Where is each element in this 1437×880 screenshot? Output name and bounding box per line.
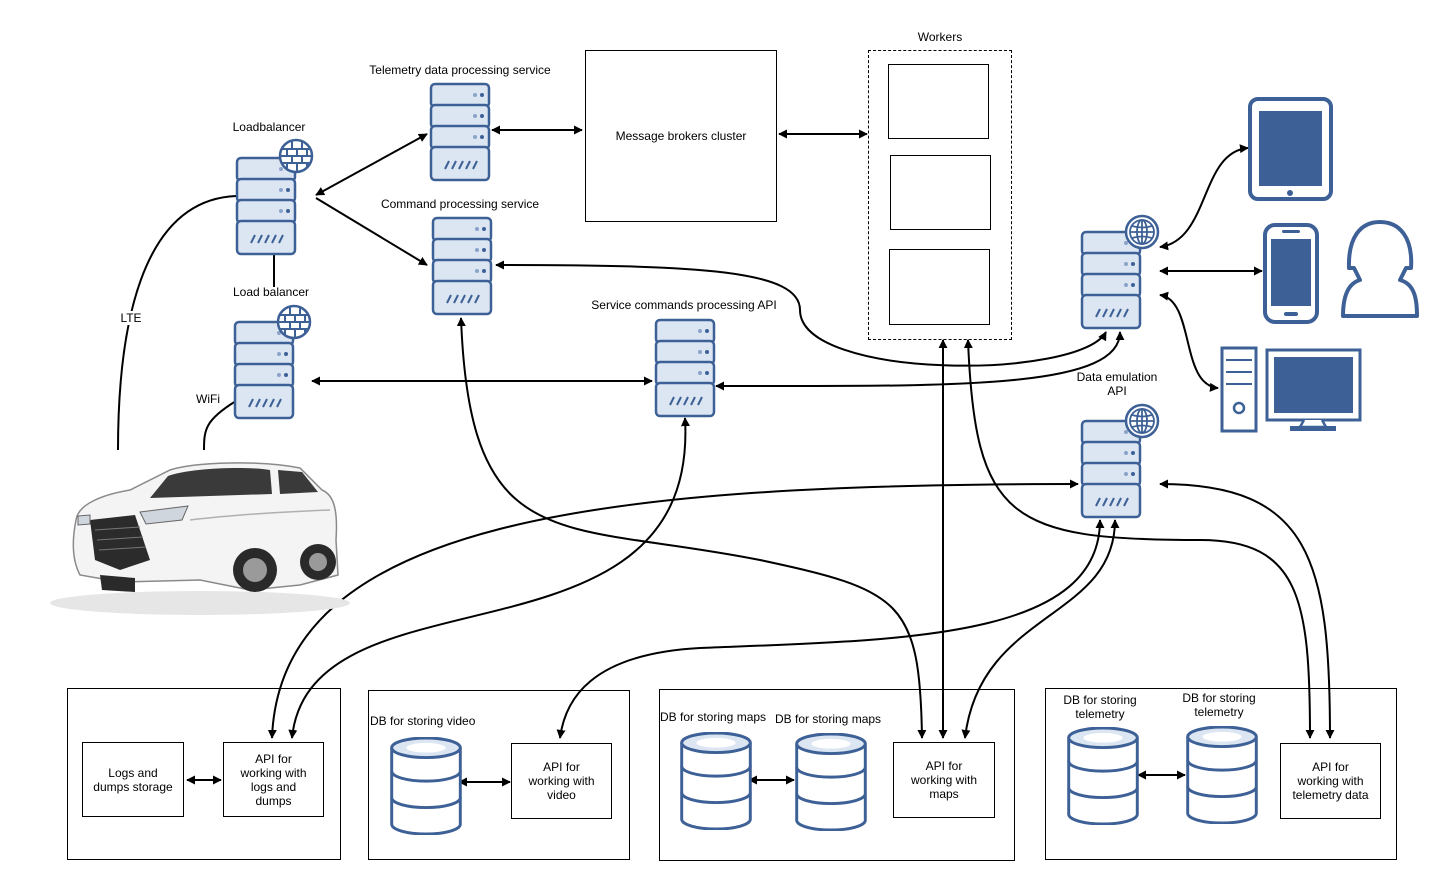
loadbalancer-lte-server-icon	[235, 140, 312, 256]
lb-telemetry-link	[315, 133, 428, 196]
emulation-telemetry-link	[1159, 479, 1335, 739]
command-service-label: Command processing service	[380, 197, 540, 211]
servicecmd-client-link	[715, 331, 1125, 391]
data-emulation-server-icon	[1080, 403, 1160, 519]
maps-api-box[interactable]: API for working with maps	[893, 742, 995, 818]
desktop-icon	[1220, 346, 1362, 433]
workers-label: Workers	[917, 30, 963, 44]
command-service-server-icon	[431, 216, 493, 316]
lte-label: LTE	[118, 311, 144, 325]
logs-api-label: API for working with logs and dumps	[240, 751, 307, 808]
lb-command-link	[315, 197, 428, 266]
logs-group	[67, 688, 341, 860]
maps-api-label: API for working with maps	[910, 759, 978, 801]
video-api-label: API for working with video	[528, 760, 595, 802]
logs-storage-label: Logs and dumps storage	[93, 765, 173, 794]
car-icon	[50, 462, 350, 615]
loadbalancer-lte-label: Loadbalancer	[232, 120, 306, 134]
user-icon	[1341, 220, 1419, 318]
video-db-database-icon	[390, 737, 462, 835]
loadbalancer-wifi-server-icon	[233, 306, 310, 420]
wifi-label: WiFi	[194, 392, 222, 406]
tablet-icon	[1248, 97, 1333, 201]
worker-slot	[890, 155, 991, 230]
video-group	[368, 690, 630, 860]
telemetry-db1-database-icon	[1067, 727, 1139, 825]
workers-container[interactable]	[868, 50, 1012, 340]
worker-slot	[889, 249, 990, 325]
telemetry-service-server-icon	[429, 82, 491, 182]
telemetry-group	[1045, 688, 1397, 860]
telemetry-api-box[interactable]: API for working with telemetry data	[1280, 743, 1381, 819]
workers-telemetry-link	[963, 339, 1315, 739]
maps-db2-label: DB for storing maps	[775, 712, 882, 726]
maps-db1-label: DB for storing maps	[660, 710, 767, 724]
message-brokers-label: Message brokers cluster	[615, 129, 747, 143]
client-server-icon	[1080, 214, 1160, 330]
phone-icon	[1263, 223, 1319, 324]
emulation-maps-link	[961, 519, 1120, 739]
service-commands-api-label: Service commands processing API	[591, 298, 777, 312]
telemetry-service-label: Telemetry data processing service	[369, 63, 551, 77]
service-commands-api-server-icon	[654, 318, 716, 418]
client-tablet-link	[1159, 144, 1249, 251]
wifi-link	[203, 400, 237, 451]
maps-db1-database-icon	[680, 732, 752, 830]
servicecmd-logs-link	[288, 417, 690, 739]
lte-link	[117, 195, 237, 451]
video-db-label: DB for storing video	[370, 714, 476, 728]
message-brokers-box[interactable]: Message brokers cluster	[585, 50, 777, 222]
video-api-box[interactable]: API for working with video	[511, 743, 612, 819]
logs-storage-box[interactable]: Logs and dumps storage	[82, 742, 184, 817]
maps-db2-database-icon	[795, 733, 867, 831]
telemetry-db2-database-icon	[1186, 726, 1258, 824]
logs-api-box[interactable]: API for working with logs and dumps	[223, 742, 324, 817]
telemetry-db1-label: DB for storing telemetry	[1063, 693, 1137, 721]
worker-slot	[888, 64, 989, 139]
client-desktop-link	[1159, 291, 1219, 392]
maps-group	[659, 689, 1015, 861]
data-emulation-api-label: Data emulation API	[1076, 370, 1158, 398]
telemetry-db2-label: DB for storing telemetry	[1182, 691, 1256, 719]
telemetry-api-label: API for working with telemetry data	[1292, 760, 1369, 802]
loadbalancer-wifi-label: Load balancer	[232, 285, 310, 299]
command-client-link	[495, 260, 1107, 367]
